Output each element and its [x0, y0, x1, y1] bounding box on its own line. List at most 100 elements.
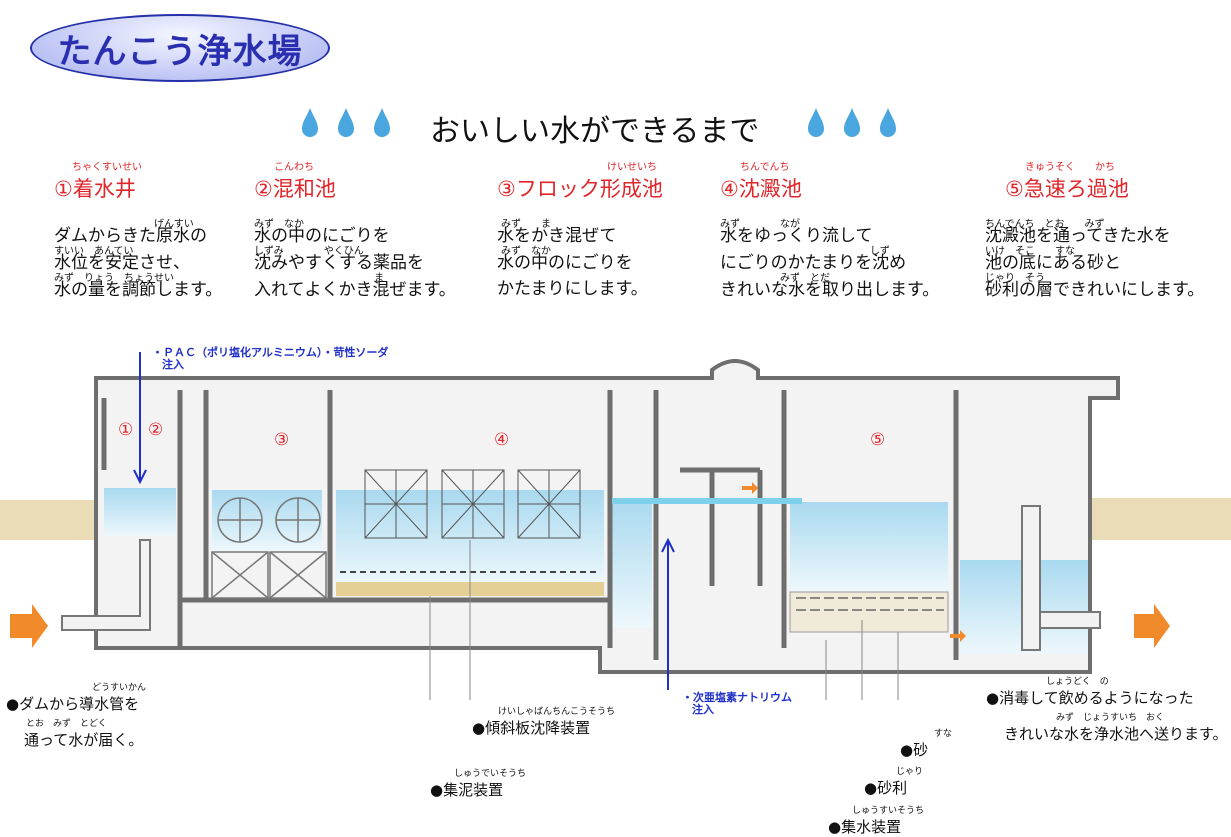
pac-note-line2: 注入	[162, 358, 184, 371]
step-line: 水の中のにごりを	[497, 253, 633, 273]
label-ruby: すな	[934, 729, 953, 739]
line-ruby: しず	[870, 246, 890, 257]
label-ruby: とお みず とどく	[26, 719, 107, 729]
line-ruby: ま	[374, 273, 384, 284]
step-title: ①着水井	[54, 177, 136, 201]
plant-cross-section	[0, 352, 1231, 700]
line-ruby: みず なか	[501, 246, 551, 257]
step-title: ②混和池	[254, 177, 336, 201]
naocl-note-line2: 注入	[692, 703, 714, 716]
sludge-label: しゅうでいそうち ●集泥装置	[430, 766, 526, 800]
leader-lines	[429, 540, 899, 700]
step-line: 水の量を調節します。	[54, 280, 223, 300]
water-drops-right-icon	[808, 108, 896, 137]
water-filter	[790, 502, 948, 592]
step-line: 水の中のにごりを	[254, 226, 390, 246]
zone-number-1: ①	[118, 420, 134, 440]
intake-label: どうすいかん ●ダムから導水管を とお みず とどく 通って水が届く。	[6, 680, 146, 750]
naocl-note: ・次亜塩素ナトリウム 注入	[682, 692, 792, 716]
step-3-block: けいせいち ③フロック形成池 みず ま 水をかき混ぜて みず なか 水の中のにご…	[497, 158, 697, 309]
line-ruby: ちんでんち とお みず	[985, 219, 1105, 230]
subtitle: おいしい水ができるまで	[430, 114, 760, 149]
step-line: ダムからきた原水の	[54, 226, 207, 246]
label-text: きれいな水を浄水池へ送ります。	[1004, 725, 1228, 743]
step-line: かたまりにします。	[497, 279, 648, 299]
step-line: 沈澱池を通ってきた水を	[985, 226, 1171, 246]
flow-arrows	[10, 482, 1170, 648]
step-1-block: ちゃくすいせい ①着水井 げんすい ダムからきた原水の すいい あんてい 水位を…	[54, 158, 239, 310]
step-4-block: ちんでんち ④沈澱池 みず なが 水をゆっくり流して しず にごりのかたまりを沈…	[720, 158, 960, 310]
line-ruby: しずみ やくひん	[254, 246, 364, 257]
line-ruby: みず ま	[501, 219, 551, 230]
sand-label: すな ●砂	[900, 726, 952, 760]
pipes	[61, 505, 1101, 651]
step-title: ③フロック形成池	[497, 177, 663, 201]
label-text: ●ダムから導水管を	[6, 695, 140, 713]
line-ruby: すいい あんてい	[54, 246, 134, 257]
inclined-plate-settlers	[364, 469, 581, 539]
step-2-block: こんわち ②混和池 みず なか 水の中のにごりを しずみ やくひん 沈みやすくす…	[254, 158, 474, 310]
zone-number-3: ③	[274, 430, 290, 450]
mixer-wheels-icon	[211, 497, 327, 599]
line-ruby: じゃり そう	[985, 273, 1045, 284]
step-ruby: ちんでんち	[740, 162, 790, 173]
step-line: 入れてよくかき混ぜます。	[254, 280, 456, 300]
zone-number-2: ②	[148, 420, 164, 440]
line-ruby: げんすい	[154, 219, 194, 230]
water-drops-left-icon	[302, 108, 390, 137]
label-text: ●消毒して飲めるようになった	[986, 689, 1194, 707]
step-line: にごりのかたまりを沈め	[720, 253, 907, 273]
line-ruby: みず なか	[254, 219, 304, 230]
step-line: 水をかき混ぜて	[497, 226, 617, 246]
zone-number-4: ④	[494, 430, 510, 450]
step-line: 水位を安定させ、	[54, 253, 190, 273]
label-text: ●砂	[900, 741, 929, 759]
ground-right	[1085, 498, 1231, 540]
step-title: ④沈澱池	[720, 177, 802, 201]
step-ruby: けいせいち	[607, 162, 657, 173]
title-banner	[30, 14, 330, 82]
label-text: ●傾斜板沈降装置	[472, 719, 591, 737]
settler-label: けいしゃばんちんこうそうち ●傾斜板沈降装置	[472, 704, 615, 738]
label-text: 通って水が届く。	[24, 731, 144, 749]
step-line: 砂利の層できれいにします。	[985, 280, 1205, 300]
label-text: ●集泥装置	[430, 781, 504, 799]
step-line: 水をゆっくり流して	[720, 226, 873, 246]
pac-note: ・ＰＡＣ（ポリ塩化アルミニウム）・苛性ソーダ 注入	[152, 347, 388, 371]
inner-walls	[101, 390, 959, 660]
step-ruby: ちゃくすいせい	[72, 162, 142, 173]
line-ruby: みず なが	[720, 219, 800, 230]
ground-left	[0, 500, 98, 540]
output-label: しょうどく の ●消毒して飲めるようになった みず じょうすいち おく きれいな…	[986, 674, 1228, 744]
step-5-block: きゅうそく かち ⑤急速ろ過池 ちんでんち とお みず 沈澱池を通ってきた水を …	[985, 158, 1225, 310]
label-ruby: どうすいかん	[92, 683, 147, 693]
collector-label: しゅうすいそうち ●集水装置	[828, 803, 924, 837]
label-ruby: しょうどく の	[1046, 677, 1109, 687]
water-intake-well	[104, 488, 176, 536]
line-ruby: みず とだ	[780, 273, 830, 284]
label-ruby: しゅうすいそうち	[852, 806, 925, 816]
label-text: ●集水装置	[828, 818, 902, 836]
pac-note-line1: ・ＰＡＣ（ポリ塩化アルミニウム）・苛性ソーダ	[152, 346, 389, 359]
step-ruby: こんわち	[274, 162, 314, 173]
filter-collectors	[796, 597, 944, 611]
label-ruby: しゅうでいそうち	[454, 769, 527, 779]
zone-number-5: ⑤	[870, 430, 886, 450]
injection-lines	[133, 352, 675, 690]
label-text: ●砂利	[864, 779, 908, 797]
line-ruby: いけ そこ すな	[985, 246, 1075, 257]
label-ruby: じゃり	[896, 767, 924, 777]
gravel-label: じゃり ●砂利	[864, 764, 923, 798]
label-ruby: みず じょうすいち おく	[1056, 713, 1165, 723]
water-channel	[612, 498, 652, 628]
page-title: たんこう浄水場	[57, 32, 303, 72]
step-line: 池の底にある砂と	[985, 253, 1121, 273]
step-title: ⑤急速ろ過池	[1005, 177, 1129, 201]
label-ruby: けいしゃばんちんこうそうち	[498, 707, 616, 717]
transfer-pipe	[612, 498, 802, 504]
naocl-note-line1: ・次亜塩素ナトリウム	[682, 691, 792, 704]
step-line: きれいな水を取り出します。	[720, 280, 940, 300]
step-ruby: きゅうそく かち	[1025, 162, 1115, 173]
line-ruby: みず りょう ちょうせい	[54, 273, 174, 284]
step-line: 沈みやすくする薬品を	[254, 253, 424, 273]
